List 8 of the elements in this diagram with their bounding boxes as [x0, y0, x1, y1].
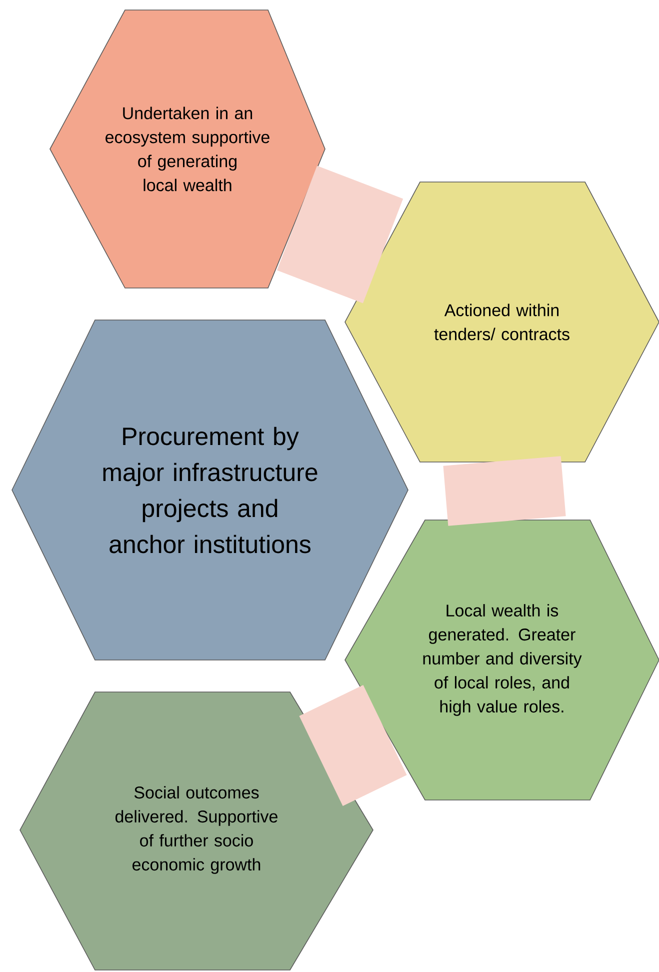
connector-band: [299, 685, 407, 806]
hexagon: Actioned within tenders/ contracts: [344, 182, 659, 462]
hexagon: Undertaken in an ecosystem supportive of generating local wealth: [50, 10, 326, 288]
hexagon: Local wealth is generated. Greater number and diversity of local roles, and high value roles.: [344, 520, 659, 800]
hexagon: Social outcomes delivered. Supportive of further socio economic growth: [20, 692, 374, 970]
hexagon: Procurement by major infrastructure projects and anchor institutions: [12, 320, 408, 660]
connector-band: [276, 166, 404, 304]
connector-band: [443, 456, 566, 526]
